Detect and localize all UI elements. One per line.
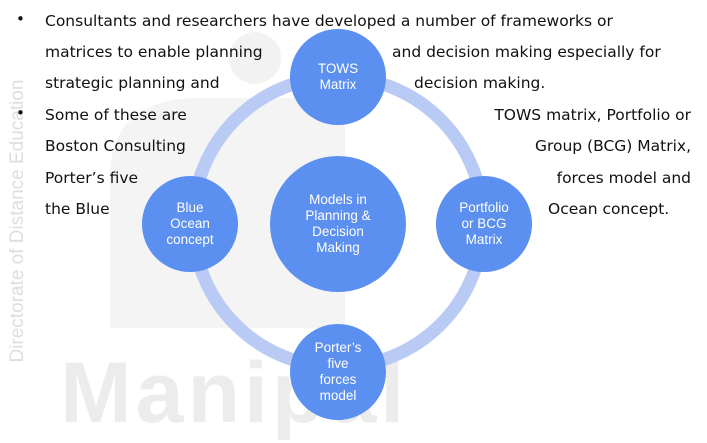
bullet-1-line-2-left: matrices to enable planning — [45, 43, 263, 61]
node-tows-line: TOWS — [317, 61, 359, 76]
node-blue-ocean: Blue Ocean concept — [142, 176, 238, 272]
node-portfolio-bcg: Portfolio or BCG Matrix — [436, 176, 532, 272]
node-portfolio-line: Portfolio — [459, 200, 509, 215]
node-blue-ocean-line: Blue — [176, 200, 204, 215]
center-node-line: Planning & — [305, 208, 371, 223]
node-blue-ocean-line: concept — [166, 232, 214, 247]
center-node-models: Models in Planning & Decision Making — [270, 156, 406, 292]
node-porters-five-forces: Porter’s five forces model — [290, 324, 386, 420]
bullet-marker-1: • — [16, 10, 25, 28]
node-tows-matrix: TOWS Matrix — [290, 29, 386, 125]
bullet-marker-2: • — [16, 104, 25, 122]
bullet-2-line-2-right: Group (BCG) Matrix, — [534, 137, 691, 155]
center-node-line: Making — [316, 240, 360, 255]
bullet-2-line-3-left: Porter’s five — [45, 169, 139, 187]
node-portfolio-line: Matrix — [465, 232, 503, 247]
bullet-1-line-2-right: and decision making especially for — [392, 43, 661, 61]
node-blue-ocean-line: Ocean — [170, 216, 210, 231]
bullet-1-line-3-left: strategic planning and — [45, 74, 220, 92]
bullet-2-line-4-left: the Blue — [45, 200, 110, 218]
bullet-1-line-1: Consultants and researchers have develop… — [45, 12, 613, 30]
node-porter-line: model — [319, 388, 357, 403]
node-porter-line: five — [327, 356, 349, 371]
bullet-2-line-1-right: TOWS matrix, Portfolio or — [494, 106, 691, 124]
bullet-2-line-4-right: Ocean concept. — [548, 200, 670, 218]
node-tows-line: Matrix — [319, 77, 357, 92]
center-node-line: Decision — [312, 224, 364, 239]
node-portfolio-line: or BCG — [461, 216, 507, 231]
center-node-line: Models in — [309, 192, 367, 207]
node-porter-line: Porter’s — [314, 340, 362, 355]
bullet-2-line-3-right: forces model and — [556, 169, 691, 187]
bullet-2-line-1-left: Some of these are — [45, 106, 187, 124]
bullet-1-line-3-right: decision making. — [414, 74, 546, 92]
node-porter-line: forces — [319, 372, 357, 387]
bullet-2-line-2-left: Boston Consulting — [45, 137, 186, 155]
